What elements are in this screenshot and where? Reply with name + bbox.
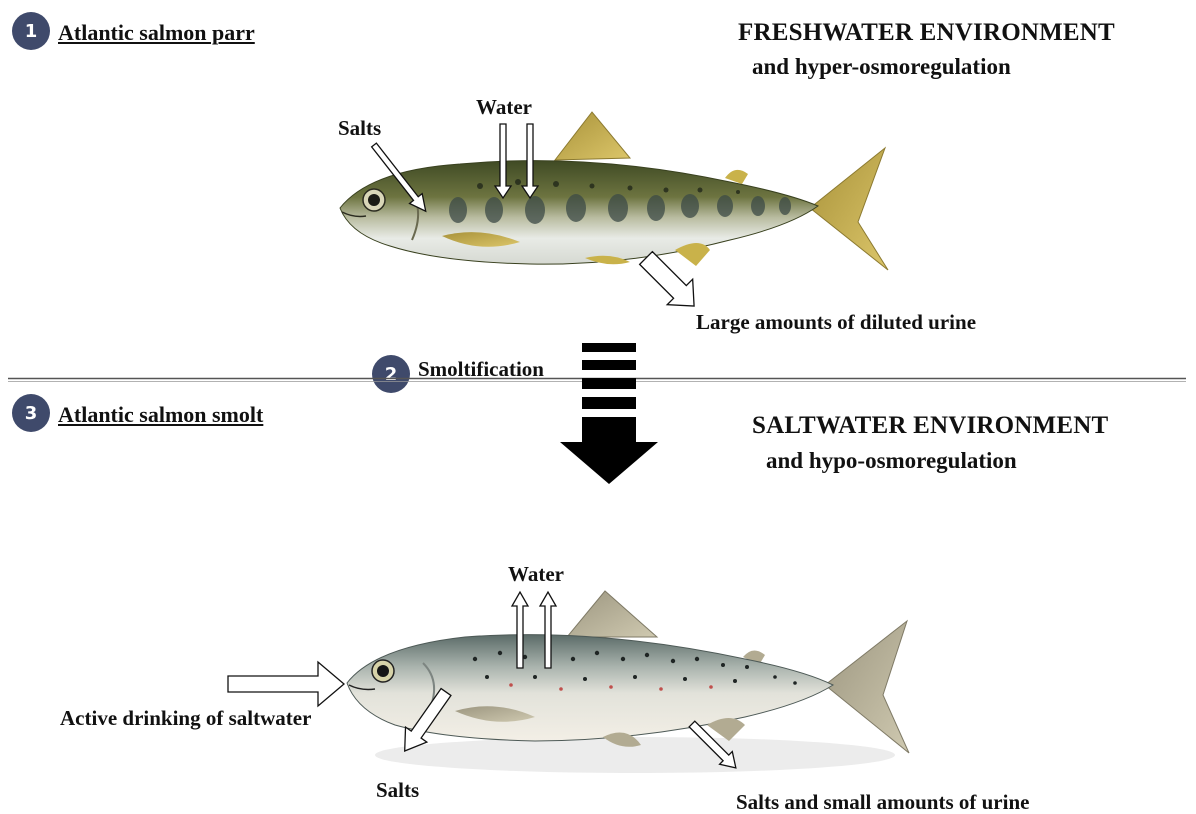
smolt-drinking-label: Active drinking of saltwater bbox=[60, 708, 311, 729]
drinking-in-arrow bbox=[228, 662, 344, 706]
smolt-urine-label: Salts and small amounts of urine bbox=[736, 792, 1029, 813]
smolt-water-label: Water bbox=[508, 564, 564, 585]
water-out-arrow-1 bbox=[512, 592, 528, 668]
smolt-salts-label: Salts bbox=[376, 780, 419, 801]
water-out-arrow-2 bbox=[540, 592, 556, 668]
salts-out-arrow bbox=[394, 685, 457, 759]
salts-urine-out-arrow bbox=[686, 718, 743, 775]
